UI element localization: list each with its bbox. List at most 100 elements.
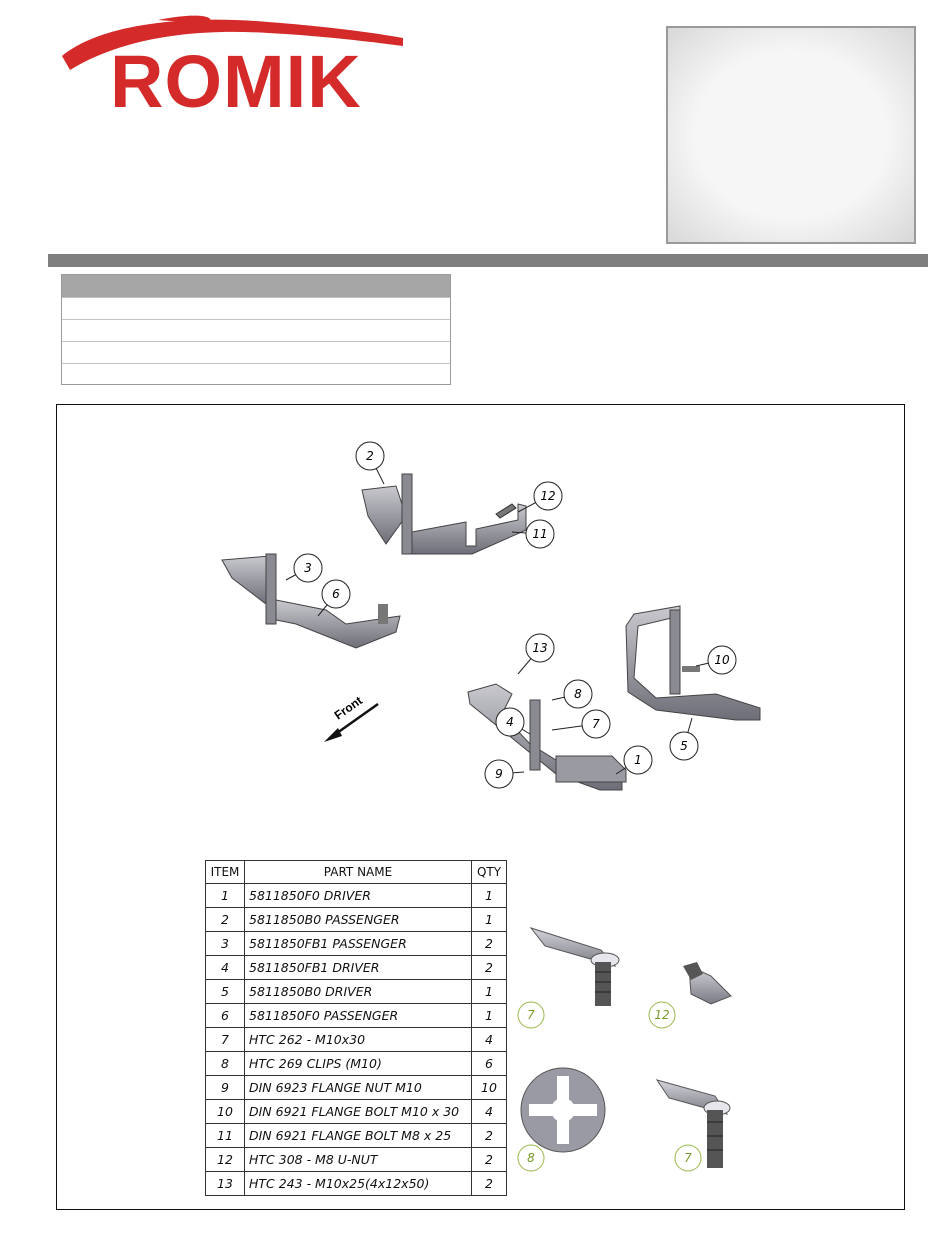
part-part-name-cell: DIN 6921 FLANGE BOLT M8 x 25 xyxy=(244,1123,472,1148)
part-item-cell: 5 xyxy=(205,979,245,1004)
vehicle-info-table xyxy=(61,274,451,385)
callout-circle-4 xyxy=(495,707,525,737)
bracket-3-6-assembly xyxy=(221,553,401,649)
part-part-name-cell: HTC 308 - M8 U-NUT xyxy=(244,1147,472,1172)
info-table-row xyxy=(62,297,450,319)
callout-label-9: 9 xyxy=(495,767,503,781)
romik-logo: ROMIK xyxy=(62,15,403,113)
u-nut-12-image xyxy=(683,962,732,1005)
callout-label-3: 3 xyxy=(304,561,312,575)
part-item-cell: 11 xyxy=(205,1123,245,1148)
part-item-cell: 8 xyxy=(205,1051,245,1076)
part-part-name-cell: HTC 243 - M10x25(4x12x50) xyxy=(244,1171,472,1196)
callout-circle-12 xyxy=(533,481,563,511)
bracket-1-13-assembly xyxy=(467,683,627,791)
part-qty-cell: 2 xyxy=(471,1171,507,1196)
info-table-row xyxy=(62,319,450,341)
hardware-callout-circle-7 xyxy=(517,1001,545,1029)
qty-header: QTY xyxy=(471,860,507,884)
hardware-callout-circle-12 xyxy=(648,1001,676,1029)
part-qty-cell: 4 xyxy=(471,1099,507,1124)
part-qty-cell: 1 xyxy=(471,1003,507,1028)
callout-circle-7 xyxy=(581,709,611,739)
part-qty-cell: 2 xyxy=(471,1123,507,1148)
callout-circle-11 xyxy=(525,519,555,549)
hardware-callout-circle-7 xyxy=(674,1144,702,1172)
callout-label-13: 13 xyxy=(532,641,547,655)
hardware-callout-label-12: 12 xyxy=(654,1008,669,1022)
info-table-row xyxy=(62,341,450,363)
callout-circle-9 xyxy=(484,759,514,789)
part-qty-cell: 2 xyxy=(471,931,507,956)
part-qty-cell: 2 xyxy=(471,1147,507,1172)
part-item-cell: 10 xyxy=(205,1099,245,1124)
hardware-callout-circle-8 xyxy=(517,1144,545,1172)
part-item-cell: 3 xyxy=(205,931,245,956)
callout-label-8: 8 xyxy=(574,687,582,701)
bracket-2-passenger xyxy=(361,473,527,555)
info-table-header xyxy=(62,275,450,297)
header-divider xyxy=(48,254,928,267)
part-item-cell: 6 xyxy=(205,1003,245,1028)
part-part-name-cell: 5811850FB1 PASSENGER xyxy=(244,931,472,956)
item-header: ITEM xyxy=(205,860,245,884)
part-qty-cell: 1 xyxy=(471,979,507,1004)
callout-circle-5 xyxy=(669,731,699,761)
part-part-name-cell: DIN 6923 FLANGE NUT M10 xyxy=(244,1075,472,1100)
callout-circle-2 xyxy=(355,441,385,471)
product-photo-placeholder xyxy=(666,26,916,244)
info-table-row xyxy=(62,363,450,385)
part-qty-cell: 6 xyxy=(471,1051,507,1076)
part-qty-cell: 1 xyxy=(471,907,507,932)
hardware-callout-label-8: 8 xyxy=(527,1151,535,1165)
bracket-5-10-assembly xyxy=(625,605,761,721)
hardware-callout-group: 7 12 8 7 xyxy=(517,1001,702,1172)
bolt-7-top-image xyxy=(529,927,620,1006)
part-part-name-cell: 5811850F0 PASSENGER xyxy=(244,1003,472,1028)
part-item-cell: 1 xyxy=(205,883,245,908)
hardware-detail-images: 7 12 8 7 xyxy=(517,927,732,1172)
parts-table-header-row: ITEM PART NAME QTY xyxy=(205,860,507,884)
part-part-name-cell: 5811850F0 DRIVER xyxy=(244,883,472,908)
callout-circle-6 xyxy=(321,579,351,609)
callout-circle-10 xyxy=(707,645,737,675)
callout-circle-1 xyxy=(623,745,653,775)
front-direction-arrow: Front xyxy=(324,693,379,742)
hardware-callout-label-7: 7 xyxy=(684,1151,692,1165)
callout-label-10: 10 xyxy=(714,653,730,667)
clip-8-image xyxy=(520,1067,606,1153)
callout-circle-13 xyxy=(525,633,555,663)
part-qty-cell: 4 xyxy=(471,1027,507,1052)
part-name-header: PART NAME xyxy=(244,860,472,884)
part-item-cell: 12 xyxy=(205,1147,245,1172)
callout-circle-3 xyxy=(293,553,323,583)
callout-label-11: 11 xyxy=(532,527,547,541)
part-item-cell: 2 xyxy=(205,907,245,932)
part-part-name-cell: 5811850B0 PASSENGER xyxy=(244,907,472,932)
part-item-cell: 13 xyxy=(205,1171,245,1196)
part-qty-cell: 2 xyxy=(471,955,507,980)
part-qty-cell: 10 xyxy=(471,1075,507,1100)
part-part-name-cell: HTC 269 CLIPS (M10) xyxy=(244,1051,472,1076)
diagram-frame xyxy=(56,404,905,1210)
part-part-name-cell: 5811850FB1 DRIVER xyxy=(244,955,472,980)
logo-wordmark: ROMIK xyxy=(110,40,362,113)
callout-label-7: 7 xyxy=(592,717,600,731)
hardware-callout-label-7: 7 xyxy=(527,1008,535,1022)
callout-label-1: 1 xyxy=(634,753,642,767)
part-part-name-cell: HTC 262 - M10x30 xyxy=(244,1027,472,1052)
